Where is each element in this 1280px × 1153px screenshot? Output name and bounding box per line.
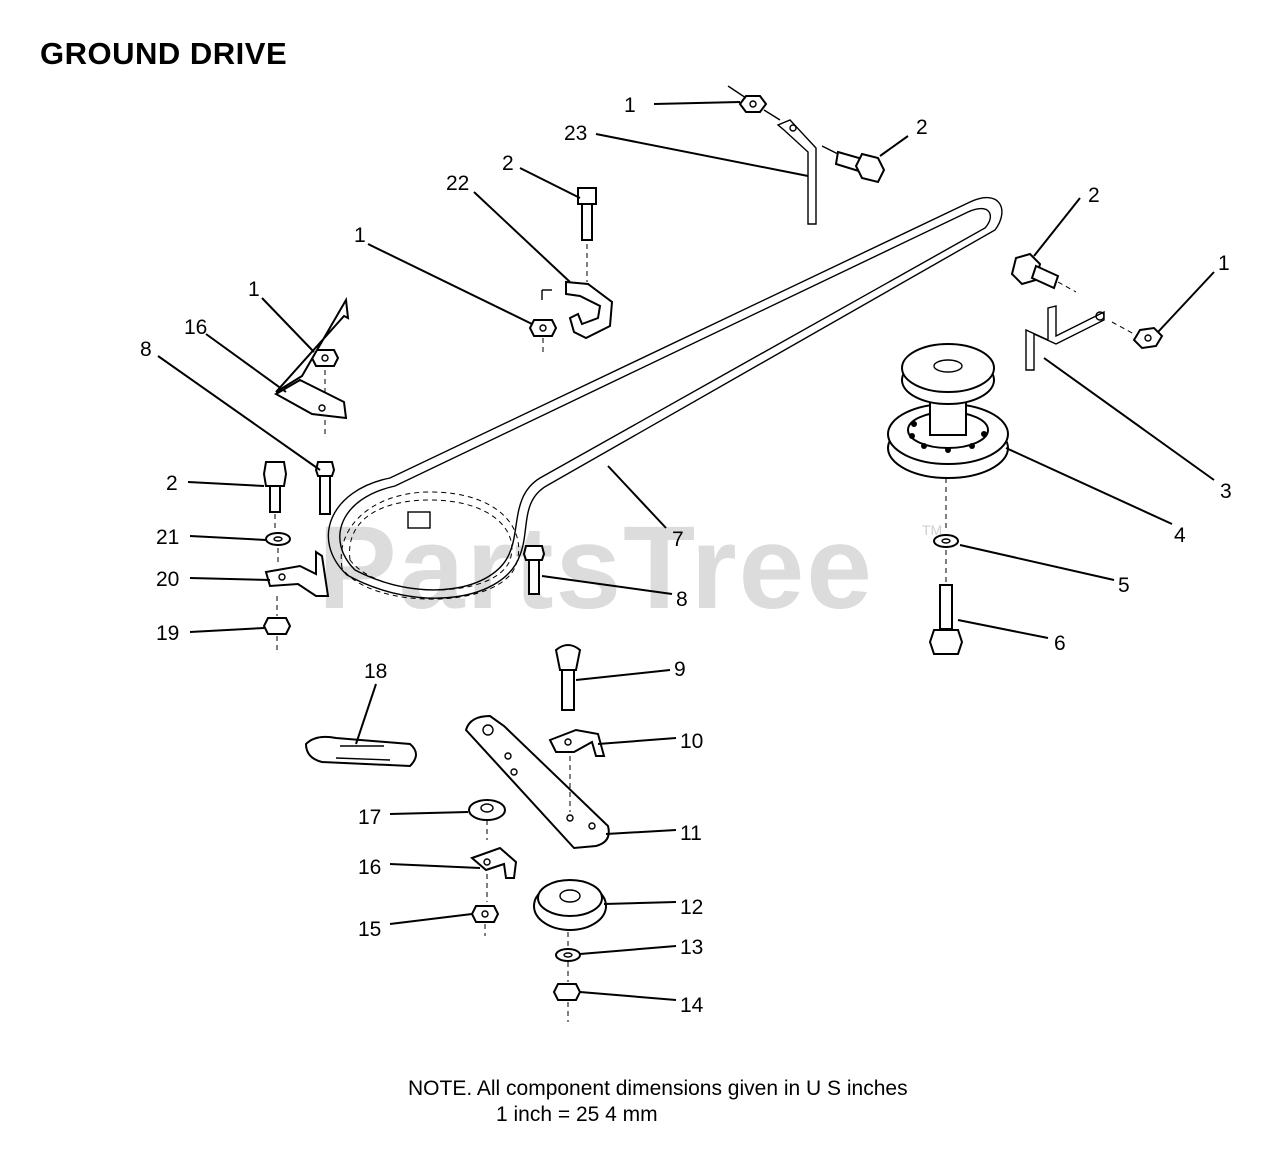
callout-1: 1 — [248, 278, 260, 301]
watermark-trademark: TM — [922, 522, 943, 538]
nut-19 — [262, 596, 292, 652]
note-line-2: 1 inch = 25 4 mm — [496, 1103, 658, 1126]
clip-16-lower — [470, 846, 518, 902]
callout-13: 13 — [680, 936, 703, 959]
bolt-right — [1010, 252, 1077, 293]
diagram-title: GROUND DRIVE — [40, 36, 288, 71]
bracket-10 — [548, 728, 606, 812]
callout-21: 21 — [156, 526, 179, 549]
nut-top — [727, 85, 781, 121]
idler-arm-11 — [464, 714, 610, 850]
callout-1: 1 — [1218, 252, 1230, 275]
dimension-note: NOTE. All component dimensions given in … — [408, 1076, 908, 1128]
washer-13 — [555, 932, 581, 962]
decal-18 — [304, 735, 417, 768]
callout-11: 11 — [680, 822, 702, 845]
bracket-22 — [541, 280, 614, 340]
callout-8: 8 — [676, 588, 688, 611]
callout-4: 4 — [1174, 524, 1186, 547]
bolt-9 — [554, 644, 582, 711]
callout-1: 1 — [624, 94, 636, 117]
stud-8-center — [522, 545, 546, 595]
callout-labels: 1 23 2 2 22 1 2 1 1 16 8 2 21 20 19 3 4 … — [140, 94, 1232, 1017]
note-line-1: NOTE. All component dimensions given in … — [408, 1077, 908, 1100]
bolt-22 — [577, 187, 597, 282]
callout-18: 18 — [364, 660, 387, 683]
callout-2: 2 — [502, 152, 514, 175]
nut-22 — [528, 319, 558, 352]
callout-2: 2 — [166, 472, 178, 495]
callout-10: 10 — [680, 730, 703, 753]
bolt-top — [821, 145, 886, 184]
callout-20: 20 — [156, 568, 179, 591]
callout-14: 14 — [680, 994, 704, 1017]
nut-14 — [552, 962, 582, 1022]
callout-7: 7 — [672, 528, 684, 551]
drive-belt — [327, 196, 1003, 600]
callout-6: 6 — [1054, 632, 1066, 655]
pulley-4 — [887, 343, 1009, 479]
callout-2: 2 — [916, 116, 928, 139]
callout-17: 17 — [358, 806, 381, 829]
callout-16: 16 — [184, 316, 207, 339]
callout-3: 3 — [1220, 480, 1232, 503]
leader-lines — [157, 101, 1215, 1001]
callout-22: 22 — [446, 172, 469, 195]
callout-5: 5 — [1118, 574, 1130, 597]
callout-2: 2 — [1088, 184, 1100, 207]
bracket-3 — [1025, 305, 1105, 371]
bracket-23 — [776, 119, 817, 225]
callout-12: 12 — [680, 896, 703, 919]
bolt-6 — [928, 550, 964, 655]
callout-9: 9 — [674, 658, 686, 681]
callout-1: 1 — [354, 224, 366, 247]
nut-right — [1111, 321, 1164, 350]
washer-5 — [933, 534, 959, 548]
bracket-20 — [264, 548, 330, 597]
bolt-2-left — [262, 461, 288, 528]
nut-15 — [470, 905, 500, 936]
callout-8: 8 — [140, 338, 152, 361]
callout-15: 15 — [358, 918, 381, 941]
callout-16: 16 — [358, 856, 381, 879]
callout-19: 19 — [156, 622, 179, 645]
pulley-12 — [533, 879, 607, 931]
stud-8-left — [314, 461, 336, 515]
watermark: PartsTree — [318, 502, 874, 634]
spacer-17 — [468, 799, 506, 840]
callout-23: 23 — [564, 122, 587, 145]
bracket-16-upper — [273, 296, 350, 434]
washer-21 — [265, 532, 291, 546]
